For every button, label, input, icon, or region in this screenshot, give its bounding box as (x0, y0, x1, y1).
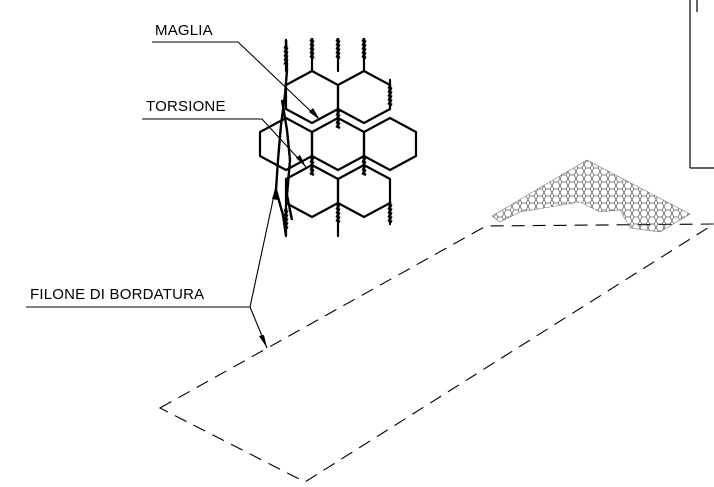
mesh-hexagon (284, 69, 340, 125)
label-maglia: MAGLIA (155, 22, 213, 39)
label-torsione: TORSIONE (146, 98, 226, 115)
arrow-heads (259, 108, 320, 348)
mesh-hexagon (362, 116, 418, 172)
edge-wire (274, 39, 294, 237)
twist-mark (387, 202, 393, 224)
twist-mark (309, 38, 315, 60)
twist-mark (283, 208, 289, 230)
mesh-hexagon (336, 69, 392, 125)
twist-mark (361, 38, 367, 60)
twist-mark (335, 202, 341, 224)
mesh-patch (491, 159, 691, 233)
mesh-hexagon (258, 116, 314, 172)
panel-outline (158, 223, 714, 483)
twist-mark (309, 155, 315, 177)
twist-marks (283, 38, 393, 230)
twist-mark (283, 45, 289, 67)
title-block-frame (689, 0, 714, 169)
label-filone-di-bordatura: FILONE DI BORDATURA (30, 286, 205, 303)
twist-mark (335, 108, 341, 130)
twist-mark (387, 85, 393, 107)
mesh-hexagon (336, 163, 392, 219)
twist-mark (335, 38, 341, 60)
twist-mark (361, 155, 367, 177)
